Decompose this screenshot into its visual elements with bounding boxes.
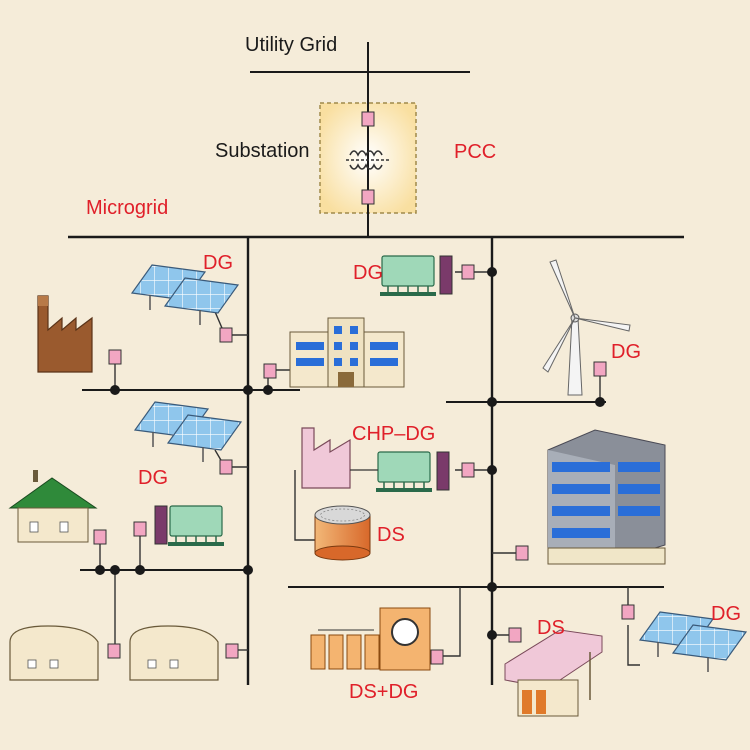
substation-box	[319, 102, 417, 237]
office-tower-icon	[547, 429, 666, 565]
house-icon	[8, 470, 98, 543]
farm-shed-icon	[504, 629, 603, 717]
generator-icon	[380, 255, 453, 296]
solar-panel-icon	[130, 264, 240, 325]
ds-tank-label: DS	[377, 524, 405, 546]
junction-dots	[95, 267, 605, 640]
office-building-icon	[289, 317, 405, 388]
dg-wind-label: DG	[611, 341, 641, 363]
utility-grid-line	[250, 42, 470, 103]
wind-turbine-icon	[542, 259, 631, 396]
breakers	[93, 264, 635, 665]
dg-solar-top-label: DG	[203, 252, 233, 274]
barn-icon	[129, 625, 219, 681]
ds-dg-label: DS+DG	[349, 681, 419, 703]
breaker-icon	[361, 111, 375, 127]
dg-solar-right-label: DG	[711, 603, 741, 625]
utility-grid-label: Utility Grid	[245, 34, 338, 56]
breaker-icon	[361, 189, 375, 205]
barn-icon	[9, 625, 99, 681]
microgrid-label: Microgrid	[86, 197, 169, 219]
transformer-icon	[346, 150, 390, 170]
solar-panel-icon	[133, 401, 243, 462]
factory-icon	[37, 295, 93, 373]
dg-solar-mid-label: DG	[138, 467, 168, 489]
storage-tank-icon	[314, 505, 371, 561]
battery-bank-icon	[310, 607, 431, 671]
ds-right-label: DS	[537, 617, 565, 639]
substation-label: Substation	[215, 140, 310, 162]
dg-generator-top-label: DG	[353, 262, 383, 284]
solar-panel-icon	[638, 611, 748, 672]
chp-dg-label: CHP–DG	[352, 423, 436, 445]
generator-icon	[154, 505, 224, 546]
generator-icon	[350, 451, 450, 492]
chp-plant-icon	[301, 427, 351, 489]
feeder-lines	[246, 237, 494, 685]
pcc-label: PCC	[454, 141, 497, 163]
